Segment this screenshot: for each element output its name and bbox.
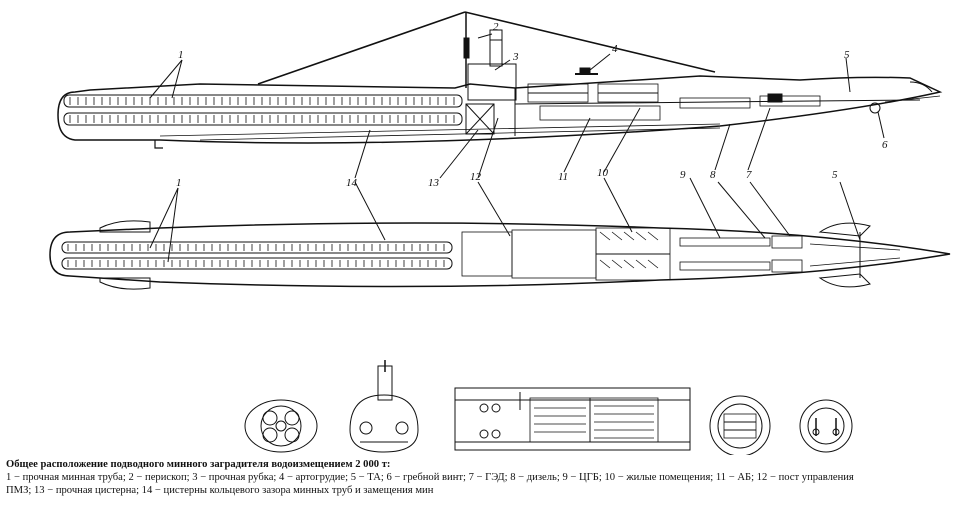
- label-1-plan: 1: [176, 177, 182, 189]
- label-8: 8: [710, 169, 716, 181]
- label-10: 10: [597, 167, 609, 179]
- label-2: 2: [493, 21, 499, 33]
- cross-section-4: [799, 399, 853, 453]
- label-1-side: 1: [178, 49, 184, 61]
- callout-labels: 1 2 3 4 5 6 14 13 12 11 10 9 8 7 5 1: [176, 21, 888, 189]
- cross-section-2: [349, 360, 419, 453]
- label-14: 14: [346, 177, 358, 189]
- label-4: 4: [612, 43, 618, 55]
- label-6: 6: [882, 139, 888, 151]
- label-5-plan: 5: [832, 169, 838, 181]
- caption-legend-line-1: 1 − прочная минная труба; 2 − перископ; …: [6, 472, 854, 483]
- hull-plan-section: [454, 387, 691, 451]
- label-7: 7: [746, 169, 752, 181]
- cross-section-1: [244, 399, 318, 453]
- submarine-drawing: 1 2 3 4 5 6 14 13 12 11 10 9 8 7 5 1: [49, 11, 951, 455]
- label-3: 3: [512, 51, 519, 63]
- caption-title: Общее расположение подводного минного за…: [6, 459, 391, 470]
- caption-legend-line-2: ПМЗ; 13 − прочная цистерна; 14 − цистерн…: [6, 485, 434, 496]
- cross-section-3: [709, 395, 771, 455]
- side-elevation: [57, 11, 943, 179]
- label-9: 9: [680, 169, 686, 181]
- label-11: 11: [558, 171, 568, 183]
- label-5-side: 5: [844, 49, 850, 61]
- label-13: 13: [428, 177, 440, 189]
- plan-view: [49, 177, 951, 290]
- label-12: 12: [470, 171, 482, 183]
